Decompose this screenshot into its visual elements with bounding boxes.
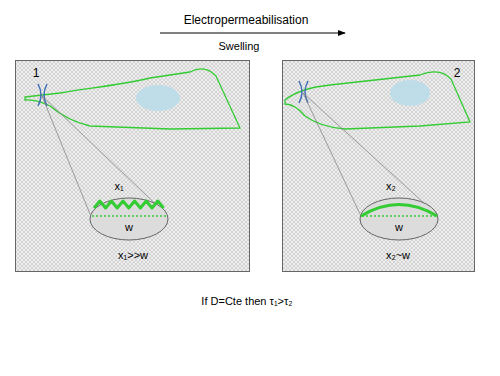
width-label: w: [395, 221, 403, 233]
magnified-membrane: x₁w: [89, 197, 169, 241]
cell-outline: [285, 72, 470, 129]
relation-label: x₂~w: [386, 249, 410, 261]
nucleus: [390, 80, 430, 106]
length-label: x₂: [386, 180, 396, 192]
zoom-line: [303, 93, 436, 214]
panel-number: 2: [454, 67, 461, 80]
panel-box: 2x₂w: [282, 60, 475, 272]
process-label: Swelling: [219, 40, 260, 52]
panel-ground: [15, 60, 250, 272]
membrane-pore-symbol: [38, 84, 47, 106]
ruffled-membrane: [94, 201, 164, 208]
panel-box: 1x₁w: [15, 60, 250, 272]
width-line: [362, 215, 436, 217]
panel-number: 1: [33, 67, 40, 80]
magnified-membrane: x₂w: [359, 197, 439, 241]
zoom-line: [42, 96, 90, 214]
cell-outline: [25, 69, 240, 129]
nucleus: [136, 85, 180, 111]
width-line: [92, 215, 166, 217]
process-arrow: [160, 33, 345, 34]
membrane-pore-symbol: [299, 81, 308, 103]
ellipse-outline: [89, 197, 169, 241]
width-label: w: [125, 221, 133, 233]
ellipse-outline: [360, 198, 438, 240]
ellipse-outline: [90, 198, 168, 240]
conclusion-note: If D=Cte then τ₁>τ₂: [201, 295, 292, 307]
ellipse-outline: [359, 197, 439, 241]
panel-ground: [282, 60, 475, 272]
smooth-membrane: [361, 205, 437, 217]
relation-label: x₁>>w: [118, 249, 148, 261]
process-label: Electropermeabilisation: [184, 14, 309, 27]
length-label: x₁: [114, 180, 123, 192]
zoom-line: [42, 96, 166, 214]
zoom-line: [303, 93, 360, 214]
